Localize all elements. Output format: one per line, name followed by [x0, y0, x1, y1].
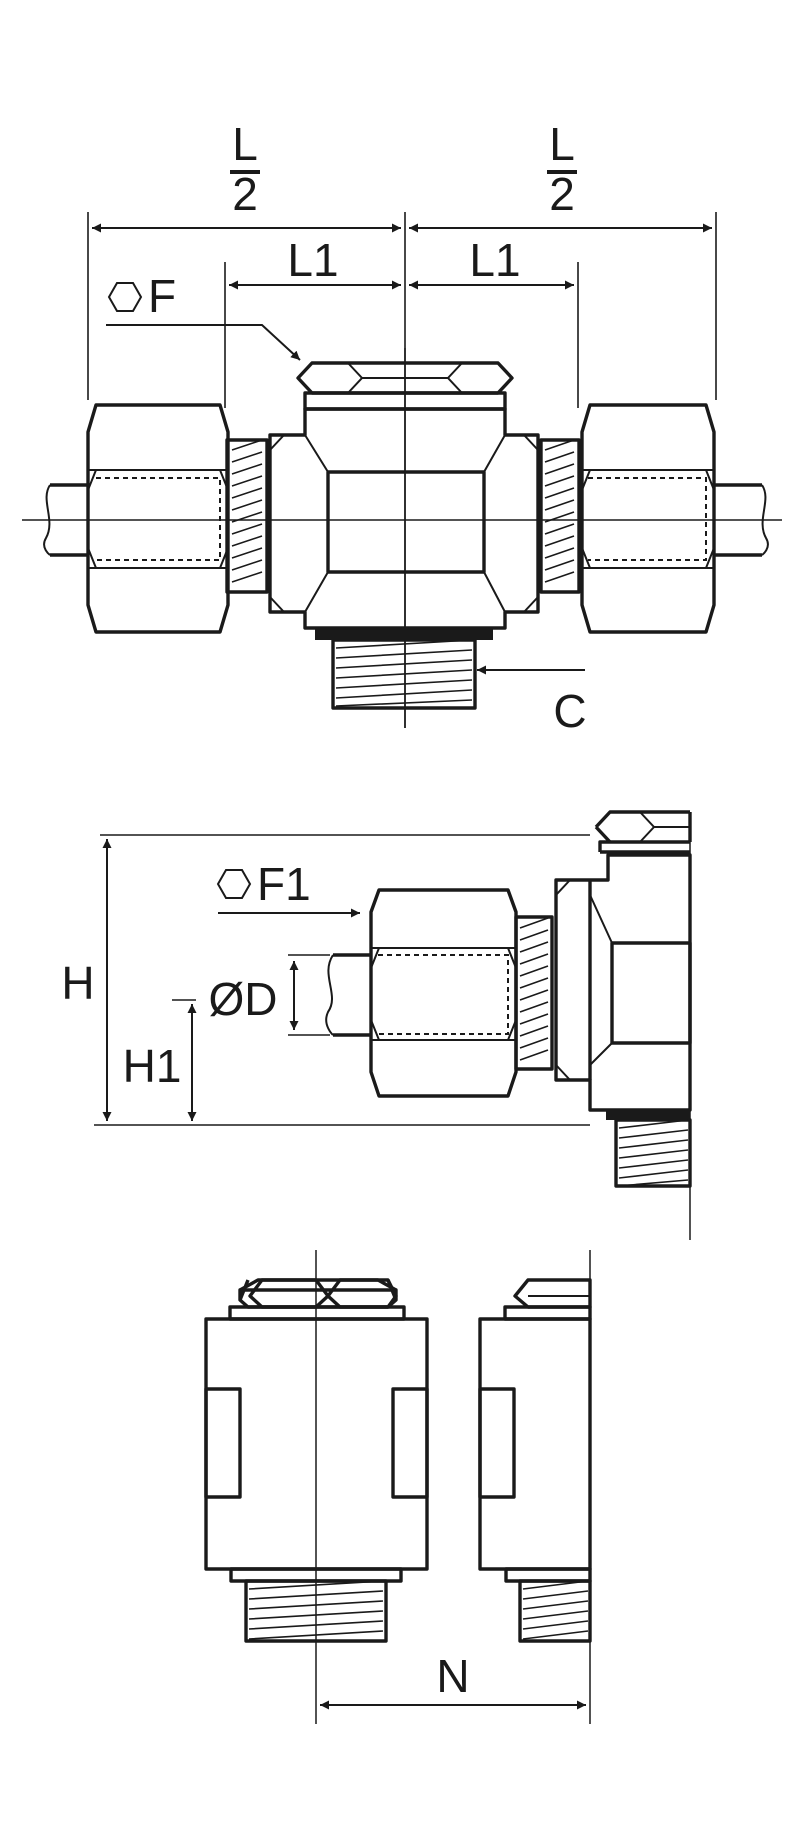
dimension-diameter: ØD	[209, 954, 330, 1036]
label-L-left: L	[232, 118, 258, 170]
label-2-right: 2	[549, 168, 575, 220]
dimension-n: N	[320, 1650, 586, 1710]
side-seal	[606, 1110, 690, 1120]
tee-body	[268, 407, 540, 630]
label-f: F	[148, 270, 176, 322]
side-tube	[325, 953, 370, 1037]
side-top-hex	[594, 810, 692, 854]
side-union-nut	[369, 888, 518, 1098]
label-h: H	[61, 957, 94, 1009]
side-view: H H1 F1 ØD	[61, 810, 692, 1240]
bottom-thread	[331, 638, 477, 710]
side-thread-neck	[514, 915, 554, 1071]
right-union-nut	[580, 403, 716, 634]
left-thread-neck	[225, 438, 269, 594]
top-view: L 2 L 2 L1 L1 F	[22, 118, 782, 737]
dimension-h1: H1	[123, 999, 197, 1121]
label-l1-right: L1	[469, 234, 520, 286]
side-body	[554, 853, 692, 1112]
right-thread-neck	[539, 438, 581, 594]
label-2-left: 2	[232, 168, 258, 220]
label-f1: F1	[257, 858, 311, 910]
hexagon-icon	[107, 282, 143, 312]
label-hex-f1: F1	[216, 858, 311, 910]
label-hex-f: F	[107, 270, 176, 322]
front-body-right	[478, 1278, 592, 1643]
dimension-h: H	[61, 839, 112, 1121]
label-L-right: L	[549, 118, 575, 170]
bottom-seal	[315, 628, 493, 640]
label-diameter: ØD	[209, 973, 278, 1025]
label-h1: H1	[123, 1040, 182, 1092]
left-union-nut	[86, 403, 230, 634]
left-tube	[43, 483, 88, 557]
label-half-length-left: L 2	[230, 118, 260, 220]
side-bottom-thread	[614, 1118, 692, 1188]
label-c: C	[553, 685, 586, 737]
label-n: N	[436, 1650, 469, 1702]
front-view: N	[204, 1250, 592, 1724]
label-l1-left: L1	[287, 234, 338, 286]
right-tube	[714, 483, 769, 557]
hexagon-icon	[216, 869, 252, 899]
label-half-length-right: L 2	[547, 118, 577, 220]
